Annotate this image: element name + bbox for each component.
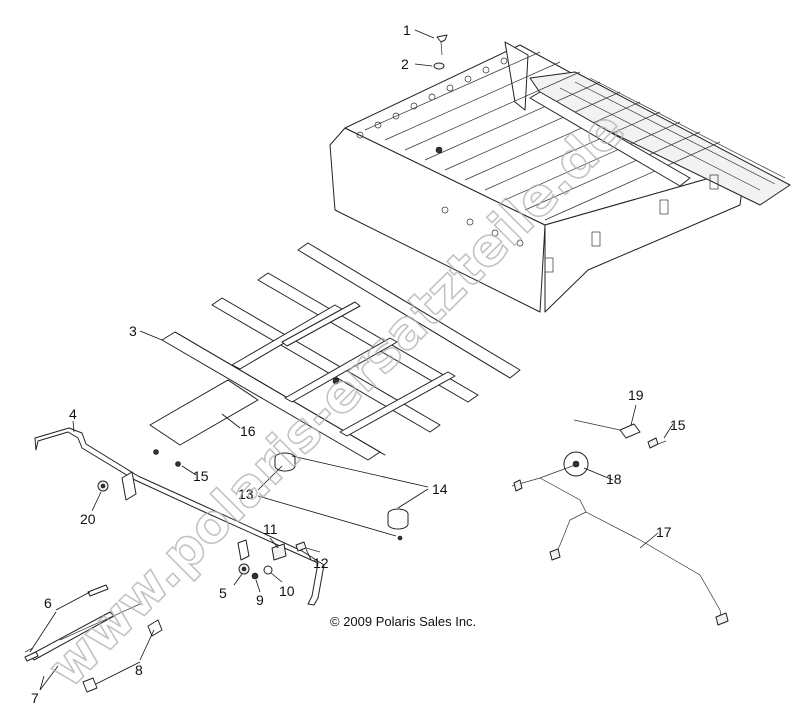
harness-connector	[715, 612, 729, 626]
harness-connector	[549, 548, 561, 561]
callout-17: 17	[656, 524, 672, 540]
callout-4: 4	[69, 406, 77, 422]
screw-15	[647, 437, 667, 449]
cap-19	[573, 419, 641, 439]
copyright-text: © 2009 Polaris Sales Inc.	[330, 614, 476, 629]
bumper-upper	[274, 452, 296, 472]
grommet-11	[271, 543, 287, 561]
bumper-lower	[387, 508, 409, 530]
callout-8: 8	[135, 662, 143, 678]
clip-20	[97, 480, 109, 492]
brake-line-brackets	[121, 471, 250, 561]
nut-5	[238, 563, 250, 575]
skid-plate	[149, 379, 259, 446]
callout-5: 5	[219, 585, 227, 601]
callout-16: 16	[240, 423, 256, 439]
washer	[433, 62, 445, 70]
rivet	[435, 146, 443, 154]
harness-connector	[513, 479, 523, 492]
wiring-harness	[511, 464, 723, 621]
callout-11: 11	[263, 521, 278, 537]
callout-18: 18	[606, 471, 622, 487]
callout-14: 14	[432, 481, 448, 497]
callout-7: 7	[31, 690, 39, 706]
callout-20: 20	[80, 511, 96, 527]
cargo-box	[329, 41, 791, 313]
screw	[436, 34, 448, 56]
callout-1: 1	[403, 22, 411, 38]
callout-3: 3	[129, 323, 137, 339]
leader-lines	[29, 29, 674, 691]
callout-15: 15	[670, 417, 686, 433]
fastener	[397, 535, 403, 541]
clip	[82, 677, 98, 693]
washer-9	[251, 572, 259, 580]
callout-13: 13	[238, 486, 254, 502]
bolt-12	[295, 541, 321, 553]
screw	[175, 461, 181, 467]
callout-10: 10	[279, 583, 295, 599]
connector-18	[563, 451, 589, 477]
callout-12: 12	[313, 555, 329, 571]
screw	[153, 449, 159, 455]
pin	[87, 584, 109, 597]
callout-labels: 1 2 3 4 5 6 7 8 9 10 11 12 13 14 15 15 1…	[31, 22, 686, 706]
brake-line	[34, 427, 325, 606]
callout-6: 6	[44, 595, 52, 611]
frame-assembly	[161, 242, 521, 461]
callout-9: 9	[256, 592, 264, 608]
washer-10	[263, 565, 273, 575]
pin	[24, 651, 39, 662]
callout-2: 2	[401, 56, 409, 72]
clip	[147, 619, 163, 637]
callout-19: 19	[628, 387, 644, 403]
callout-15: 15	[193, 468, 209, 484]
